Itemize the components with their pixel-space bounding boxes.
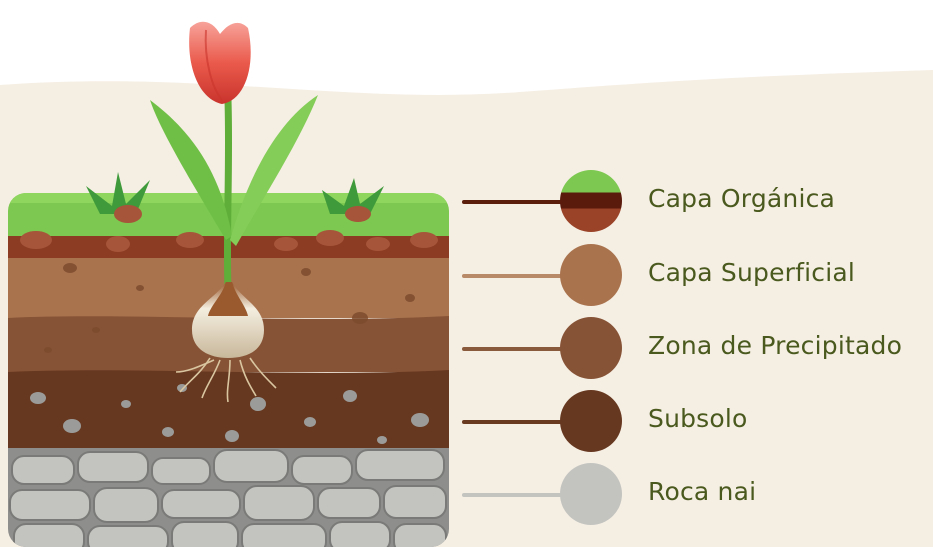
legend-item-organic: Capa Orgánica [462,170,933,234]
precipitate-layer-swatch-icon [560,317,622,379]
legend-label-subsoil: Subsolo [648,404,748,433]
legend-connector-line [462,420,566,424]
organic-layer-swatch-icon [560,170,622,232]
legend-label-organic: Capa Orgánica [648,184,835,213]
legend-label-precipitate: Zona de Precipitado [648,331,902,360]
legend-connector-line [462,200,566,204]
legend-connector-line [462,274,566,278]
bedrock-layer-swatch-icon [560,463,622,525]
subsoil-layer-swatch-icon [560,390,622,452]
legend-item-subsoil: Subsolo [462,390,933,454]
legend-item-bedrock: Roca nai [462,463,933,527]
surface-layer-swatch-icon [560,244,622,306]
legend-item-surface: Capa Superficial [462,244,933,308]
legend-item-precipitate: Zona de Precipitado [462,317,933,381]
legend-label-bedrock: Roca nai [648,477,756,506]
legend-connector-line [462,493,566,497]
legend-connector-line [462,347,566,351]
legend-label-surface: Capa Superficial [648,258,855,287]
